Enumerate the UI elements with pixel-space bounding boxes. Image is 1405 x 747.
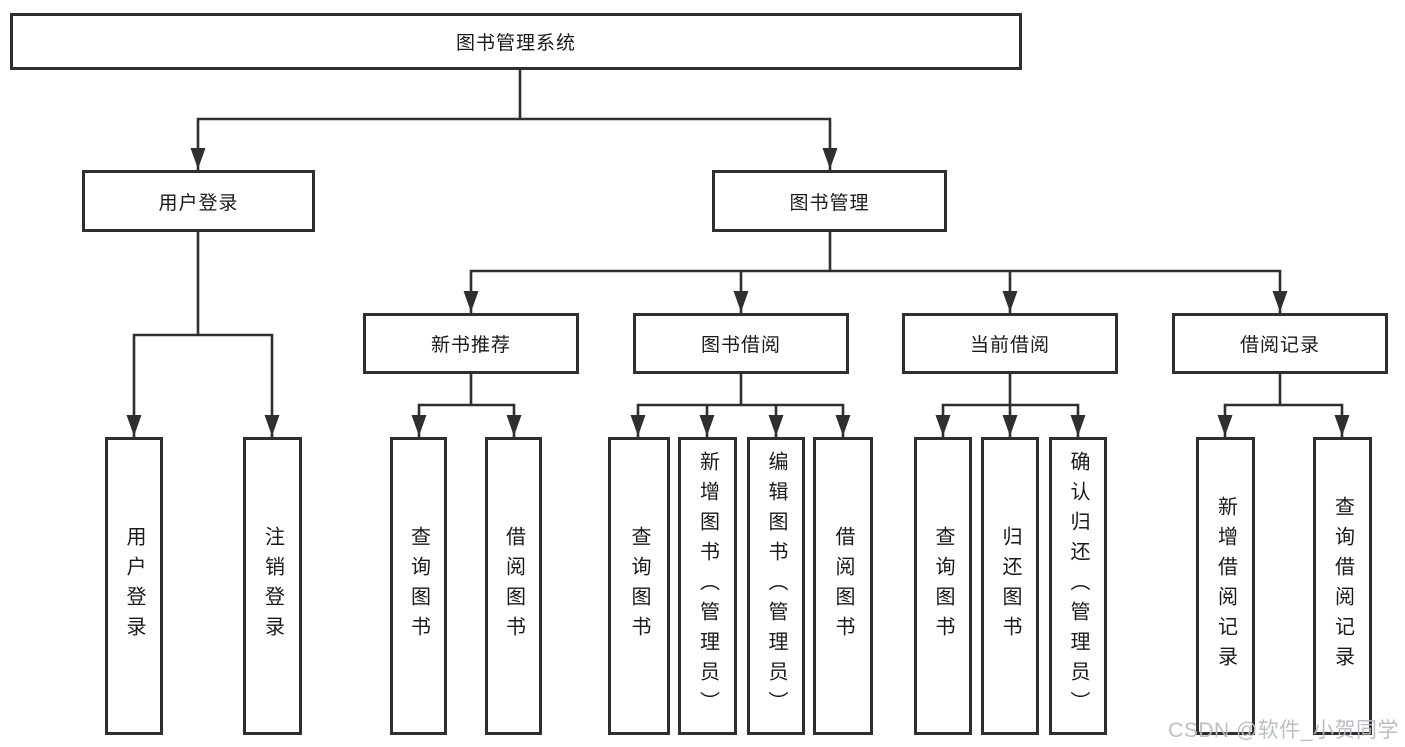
arrowhead [1334,415,1350,436]
arrowhead [1217,415,1233,436]
node-book-management: 图书管理 [712,170,947,232]
node-borrow-record: 借阅记录 [1172,313,1388,374]
leaf-add-borrow-record-label: 新增借阅记录 [1214,496,1237,676]
leaf-query-books-borrow: 查询图书 [608,437,670,735]
arrowhead [463,291,479,312]
arrowhead [768,415,784,436]
leaf-edit-books-admin-label: 编辑图书（管理员） [765,451,787,721]
node-user-login-label: 用户登录 [158,192,239,214]
leaf-edit-books-admin: 编辑图书（管理员） [747,437,805,735]
connector-borrow-record [1223,372,1344,438]
node-borrow-record-label: 借阅记录 [1239,335,1320,356]
leaf-logout: 注销登录 [243,437,302,735]
leaf-add-borrow-record: 新增借阅记录 [1196,437,1255,735]
arrowhead [1002,415,1018,436]
leaf-query-books-current-label: 查询图书 [932,526,954,646]
node-root-label: 图书管理系统 [455,33,576,54]
leaf-logout-label: 注销登录 [261,526,284,646]
connector-book-borrow [636,372,845,438]
leaf-query-books-recommend: 查询图书 [390,437,447,735]
leaf-user-login: 用户登录 [105,437,163,735]
arrowhead [506,415,522,436]
node-book-management-label: 图书管理 [789,192,870,214]
arrowhead [190,148,206,169]
leaf-borrow-books-label: 借阅图书 [832,526,854,646]
arrowhead [822,148,838,169]
leaf-return-books: 归还图书 [981,437,1039,735]
node-current-borrow: 当前借阅 [902,313,1118,374]
connector-user-login [132,230,274,438]
arrowhead [630,415,646,436]
node-user-login: 用户登录 [82,170,315,232]
arrowhead [935,415,951,436]
arrowhead [835,415,851,436]
leaf-query-books-current: 查询图书 [914,437,972,735]
connector-root [196,68,832,171]
arrowhead [1272,291,1288,312]
node-book-borrow: 图书借阅 [633,313,849,374]
arrowhead [126,415,142,436]
arrowhead [1002,291,1018,312]
arrowhead [733,291,749,312]
leaf-return-books-label: 归还图书 [999,526,1021,646]
leaf-borrow-books: 借阅图书 [813,437,873,735]
arrowhead [411,415,427,436]
leaf-borrow-books-recommend-label: 借阅图书 [502,526,525,646]
leaf-query-borrow-record: 查询借阅记录 [1313,437,1372,735]
leaf-confirm-return-admin-label: 确认归还（管理员） [1067,451,1089,721]
connector-book-management [469,230,1282,314]
arrowhead [699,415,715,436]
leaf-confirm-return-admin: 确认归还（管理员） [1049,437,1107,735]
leaf-query-books-borrow-label: 查询图书 [628,526,650,646]
node-root: 图书管理系统 [10,13,1022,70]
leaf-user-login-label: 用户登录 [123,526,145,646]
node-book-borrow-label: 图书借阅 [700,335,781,356]
node-current-borrow-label: 当前借阅 [969,335,1050,356]
leaf-query-borrow-record-label: 查询借阅记录 [1331,496,1354,676]
connector-current-borrow [941,372,1080,438]
arrowhead [1070,415,1086,436]
leaf-query-books-recommend-label: 查询图书 [407,526,430,646]
csdn-watermark: CSDN @软件_小贺同学 [1168,719,1399,742]
node-new-book-recommend-label: 新书推荐 [430,335,511,356]
node-new-book-recommend: 新书推荐 [363,313,579,374]
connector-new-book-recommend [417,372,516,438]
arrowhead [264,415,280,436]
leaf-borrow-books-recommend: 借阅图书 [485,437,542,735]
leaf-add-books-admin-label: 新增图书（管理员） [696,451,719,721]
leaf-add-books-admin: 新增图书（管理员） [678,437,737,735]
